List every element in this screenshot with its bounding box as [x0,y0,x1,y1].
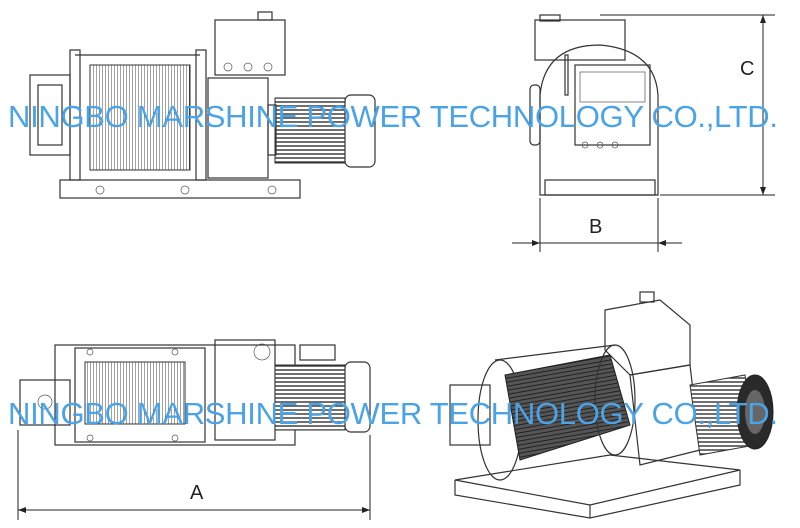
dimension-c [600,14,775,196]
side-view [29,11,376,199]
dimension-a-label: A [190,482,204,504]
top-view [19,339,371,446]
dimension-b-label: B [589,216,603,238]
watermark-bottom: NINGBO MARSHINE POWER TECHNOLOGY CO.,LTD… [8,396,778,431]
dimension-a [17,430,371,520]
dimension-c-label: C [740,58,755,80]
end-view [529,14,659,196]
dimension-b [512,198,682,252]
isometric-view [449,291,774,519]
watermark-top: NINGBO MARSHINE POWER TECHNOLOGY CO.,LTD… [8,99,778,134]
